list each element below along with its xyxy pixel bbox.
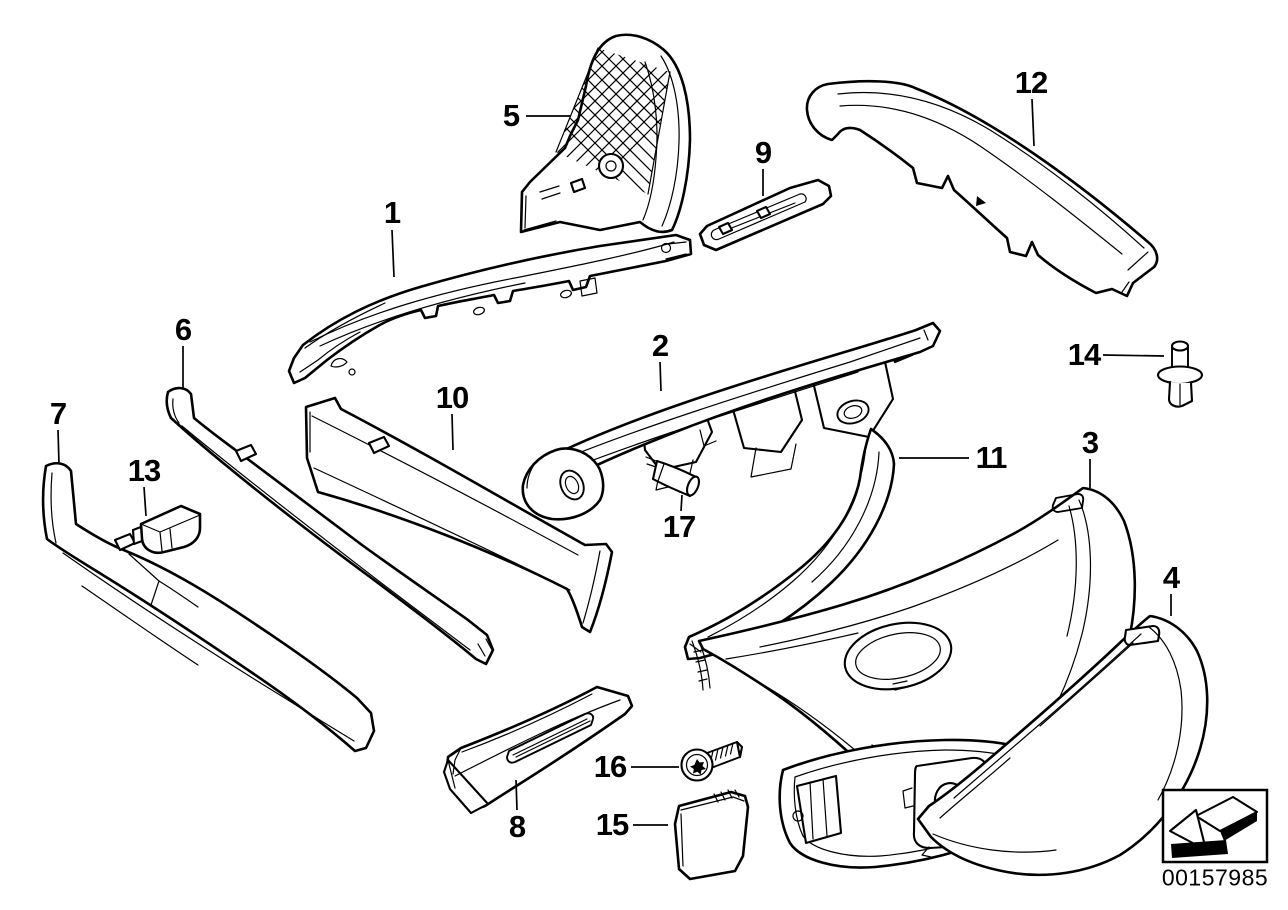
part-6-drawing [165,386,495,666]
leader-lines [57,98,1172,826]
part-label-3[interactable]: 3 [1081,425,1099,460]
part-label-14[interactable]: 14 [1067,337,1101,372]
leader-line-12 [1031,98,1035,147]
leader-line-2 [659,361,662,392]
legend-box [1161,788,1269,864]
part-9-drawing [698,178,833,252]
part-label-17[interactable]: 17 [662,509,696,544]
leader-line-1 [391,229,395,278]
leader-line-14 [1102,354,1165,357]
part-12-drawing [805,79,1159,298]
part-label-6[interactable]: 6 [174,312,192,347]
part-5-drawing [519,33,692,234]
part-2-drawing [521,321,942,521]
part-14-drawing [1156,340,1204,408]
part-11-drawing [683,427,896,661]
leader-line-13 [143,486,147,517]
part-label-16[interactable]: 16 [593,749,627,784]
doc-number: 00157985 [1161,864,1269,891]
part-label-9[interactable]: 9 [754,135,772,170]
part-label-5[interactable]: 5 [502,98,520,133]
leader-line-10 [451,413,454,451]
part-10-drawing [304,396,614,634]
part-15-drawing [673,789,750,881]
part-16-drawing [680,740,744,782]
part-13-drawing [131,504,202,555]
part-label-4[interactable]: 4 [1162,560,1180,595]
part-7-drawing [41,461,376,753]
part-label-8[interactable]: 8 [508,809,526,844]
part-17-drawing [645,456,701,498]
part-4-drawing [916,614,1209,877]
part-label-7[interactable]: 7 [49,396,67,431]
part-label-12[interactable]: 12 [1014,65,1048,100]
part-1-drawing [287,233,693,385]
leader-line-17 [680,494,683,512]
leader-line-7 [57,429,60,465]
direction-arrow-icon [1168,795,1259,858]
leader-line-8 [515,779,518,811]
part-label-11[interactable]: 11 [975,440,1008,475]
part-8-drawing [442,685,634,815]
part-label-1[interactable]: 1 [383,195,401,230]
part-label-13[interactable]: 13 [127,453,161,488]
part-label-10[interactable]: 10 [435,380,469,415]
part-label-15[interactable]: 15 [595,807,629,842]
part-label-2[interactable]: 2 [651,328,669,363]
